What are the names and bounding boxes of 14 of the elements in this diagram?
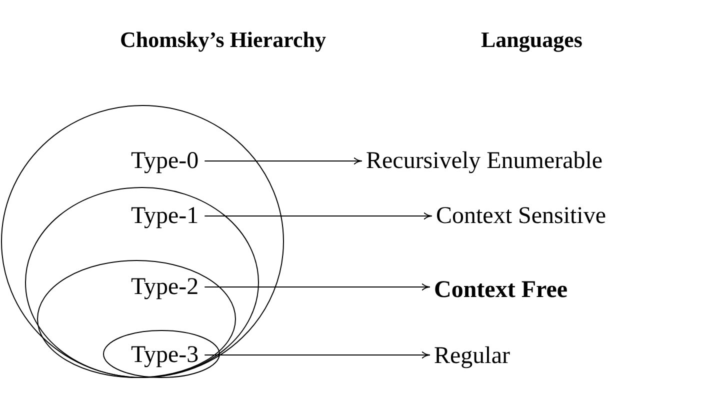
set-ellipse <box>37 260 236 378</box>
language-label: Recursively Enumerable <box>366 147 603 175</box>
type-label: Type-3 <box>131 341 199 369</box>
type-label: Type-2 <box>131 273 199 301</box>
set-ellipse <box>25 187 259 378</box>
language-label: Context Free <box>434 276 568 304</box>
type-label: Type-1 <box>131 202 199 230</box>
set-ellipse <box>1 105 284 378</box>
column-heading: Languages <box>481 27 582 53</box>
type-label: Type-0 <box>131 147 199 175</box>
language-label: Context Sensitive <box>436 202 606 230</box>
language-label: Regular <box>434 342 510 370</box>
set-ellipse <box>103 330 220 378</box>
column-heading: Chomsky’s Hierarchy <box>120 27 326 53</box>
